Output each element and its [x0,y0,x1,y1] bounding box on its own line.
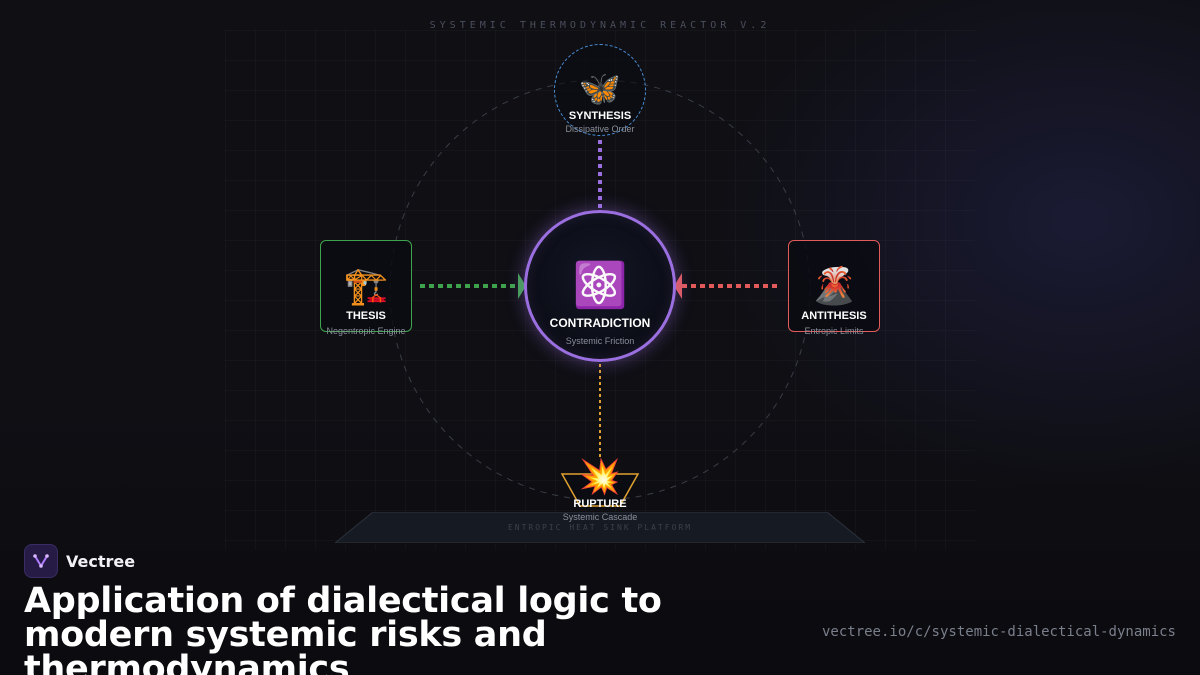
synthesis-subtitle: Dissipative Order [565,124,635,134]
thesis-node[interactable]: 🏗️ THESIS Negentropic Engine [311,265,421,337]
synthesis-ring [554,44,646,136]
butterfly-icon: 🦋 [578,70,622,108]
platform-label: ENTROPIC HEAT SINK PLATFORM [507,523,693,532]
arrow-thesis [518,273,526,299]
vectree-logo-icon [24,544,58,578]
arrow-antithesis [674,273,682,299]
contradiction-title: CONTRADICTION [549,316,651,330]
antithesis-box [788,240,880,332]
antithesis-title: ANTITHESIS [801,310,867,322]
page-url[interactable]: vectree.io/c/systemic-dialectical-dynami… [821,624,1176,640]
heat-sink-platform: ENTROPIC HEAT SINK PLATFORM [335,512,865,543]
synthesis-title: SYNTHESIS [568,110,632,122]
synthesis-node[interactable]: 🦋 SYNTHESIS Dissipative Order [545,72,655,134]
brand[interactable]: Vectree [24,544,135,578]
volcano-icon: 🌋 [811,265,857,306]
contradiction-subtitle: Systemic Friction [565,336,635,346]
diagram-header: SYSTEMIC THERMODYNAMIC REACTOR V.2 [429,20,771,31]
contradiction-circle [524,210,676,362]
thesis-title: THESIS [346,310,386,322]
explosion-icon: 💥 [578,458,622,496]
rupture-title: RUPTURE [573,498,627,510]
thesis-subtitle: Negentropic Engine [326,326,406,336]
antithesis-subtitle: Entropic Limits [804,326,864,336]
atom-icon: ⚛️ [572,261,628,310]
crane-icon: 🏗️ [343,265,389,306]
brand-name: Vectree [66,551,136,571]
contradiction-node[interactable]: ⚛️ CONTRADICTION Systemic Friction [530,261,670,347]
page-title: Application of dialectical logic to mode… [24,581,662,675]
antithesis-node[interactable]: 🌋 ANTITHESIS Entropic Limits [779,265,889,337]
rupture-node[interactable]: 💥 RUPTURE Systemic Cascade [545,460,655,522]
thesis-box [320,240,412,332]
rupture-subtitle: Systemic Cascade [562,512,638,522]
platform-shape [335,512,865,543]
